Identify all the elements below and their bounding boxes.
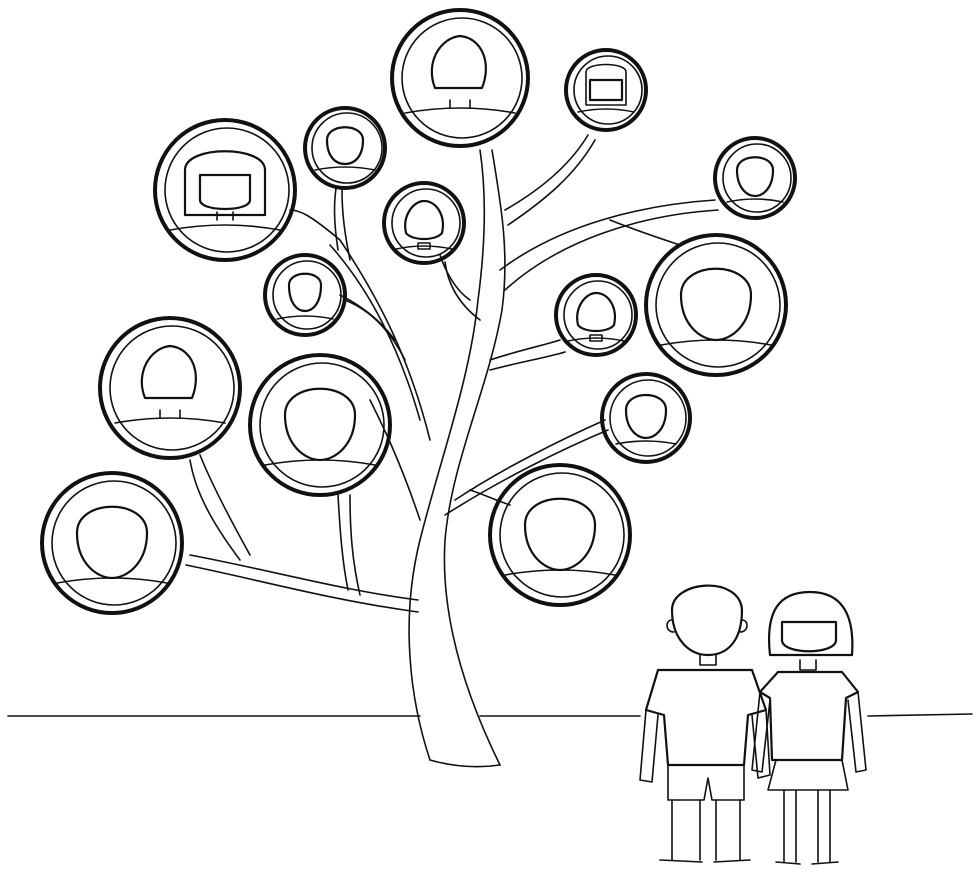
portrait-medallion	[250, 355, 390, 495]
portrait-medallion	[556, 275, 636, 355]
portrait-medallion	[392, 10, 528, 146]
portrait-medallion	[155, 120, 295, 260]
portrait-medallion	[566, 50, 646, 130]
portrait-medallion	[265, 255, 345, 335]
ground-line	[8, 714, 972, 716]
portrait-medallion	[384, 183, 464, 263]
portrait-medallion	[100, 318, 240, 458]
portrait-medallion	[490, 465, 630, 605]
child-boy	[640, 586, 770, 862]
child-girl	[752, 592, 866, 864]
portrait-medallion	[715, 138, 795, 218]
portrait-medallion	[42, 473, 182, 613]
portrait-medallion	[602, 374, 690, 462]
portrait-medallion	[646, 235, 786, 375]
portrait-medallion	[305, 108, 385, 188]
